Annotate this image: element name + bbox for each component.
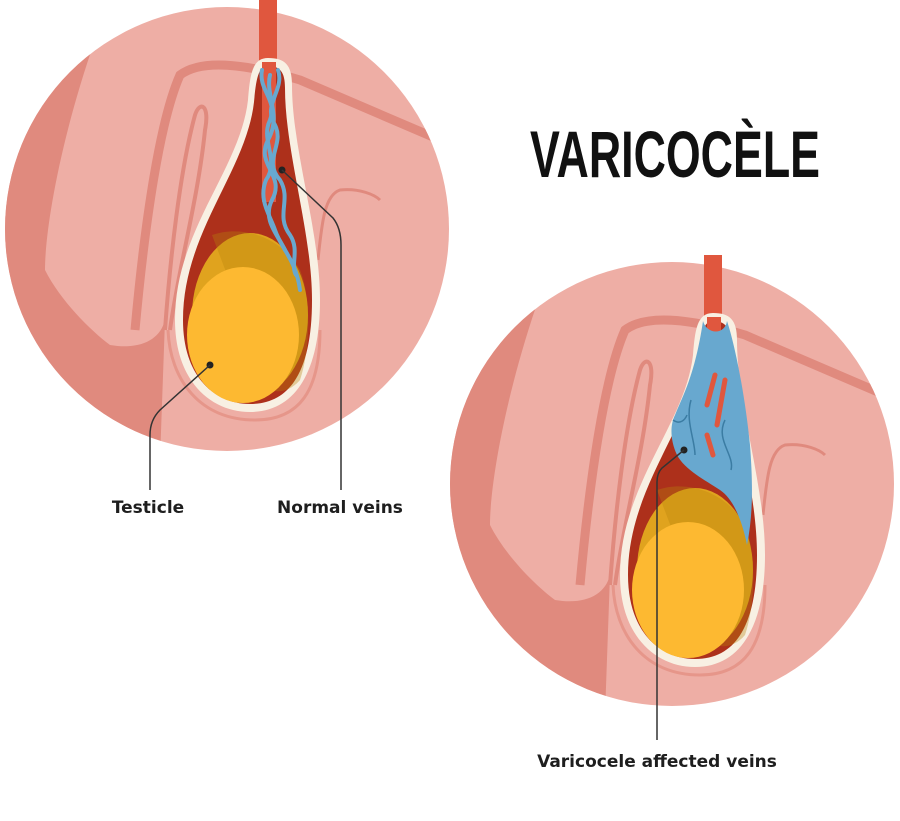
testicle-label: Testicle [112, 498, 184, 518]
varicocele-panel: Varicocele affected veins [445, 255, 900, 772]
normal-panel: Testicle Normal veins [0, 0, 460, 518]
page-title: VARICOCÈLE [530, 117, 820, 191]
normal-veins-label: Normal veins [277, 498, 403, 518]
testicle-leader-line [149, 364, 211, 490]
varicocele-veins-illustration [671, 321, 752, 545]
normal-veins-illustration [259, 68, 302, 292]
varicocele-scrotum-illustration [445, 255, 900, 715]
varicocele-veins-label: Varicocele affected veins [537, 752, 777, 772]
normal-scrotum-illustration [0, 0, 460, 460]
varicocele-leader-line [656, 449, 685, 740]
normal-veins-leader-line [281, 169, 342, 490]
